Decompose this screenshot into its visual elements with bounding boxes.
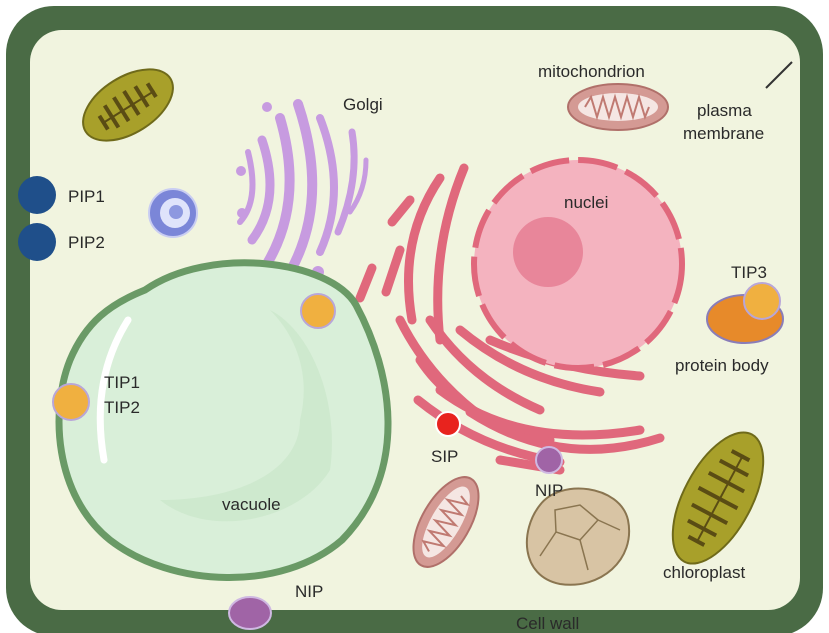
pip2-label: PIP2	[68, 233, 105, 252]
tip1-label: TIP1	[104, 373, 140, 392]
plasma-membrane-label-2: membrane	[683, 124, 764, 143]
protein-body-label: protein body	[675, 356, 769, 375]
chloroplast-label: chloroplast	[663, 563, 745, 582]
pip1-label: PIP1	[68, 187, 105, 206]
nip-wall-label: NIP	[295, 582, 323, 601]
sip-marker	[436, 412, 460, 436]
vacuole	[59, 263, 388, 578]
nip-wall-marker	[229, 597, 271, 629]
tip-marker-vacuole-top	[301, 294, 335, 328]
vacuole-label: vacuole	[222, 495, 281, 514]
nucleus	[474, 160, 682, 368]
sip-label: SIP	[431, 447, 458, 466]
golgi-label: Golgi	[343, 95, 383, 114]
tip3-label: TIP3	[731, 263, 767, 282]
mitochondrion-label: mitochondrion	[538, 62, 645, 81]
mitochondrion-top	[568, 84, 668, 130]
nip-er-label: NIP	[535, 481, 563, 500]
plasma-membrane-label-1: plasma	[697, 101, 752, 120]
cell-wall-label: Cell wall	[516, 614, 579, 633]
tip3-marker	[744, 283, 780, 319]
pip2-marker	[18, 223, 56, 261]
vesicle	[149, 189, 197, 237]
nip-er-marker	[536, 447, 562, 473]
tip2-label: TIP2	[104, 398, 140, 417]
tip1-tip2-marker	[53, 384, 89, 420]
pip1-marker	[18, 176, 56, 214]
nuclei-label: nuclei	[564, 193, 608, 212]
